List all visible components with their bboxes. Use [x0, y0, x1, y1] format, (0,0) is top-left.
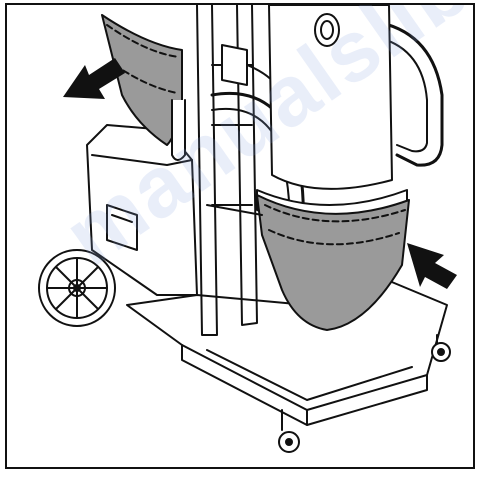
arrow-right-bag	[407, 243, 457, 289]
main-wheel	[38, 249, 116, 327]
frame-column-left	[196, 5, 218, 336]
push-handle	[360, 18, 444, 167]
frame-column-right	[236, 5, 258, 326]
motor-housing	[86, 124, 198, 296]
rear-caster-right	[431, 334, 451, 362]
arrow-left-bag	[63, 58, 125, 99]
cyclone-cylinder	[268, 5, 393, 190]
illustration-frame: manualslib.com	[5, 3, 475, 469]
rear-caster-left	[278, 409, 300, 453]
dust-bag-right	[256, 194, 410, 331]
base-platform	[126, 279, 448, 411]
vacuum-machine-illustration	[38, 5, 457, 453]
